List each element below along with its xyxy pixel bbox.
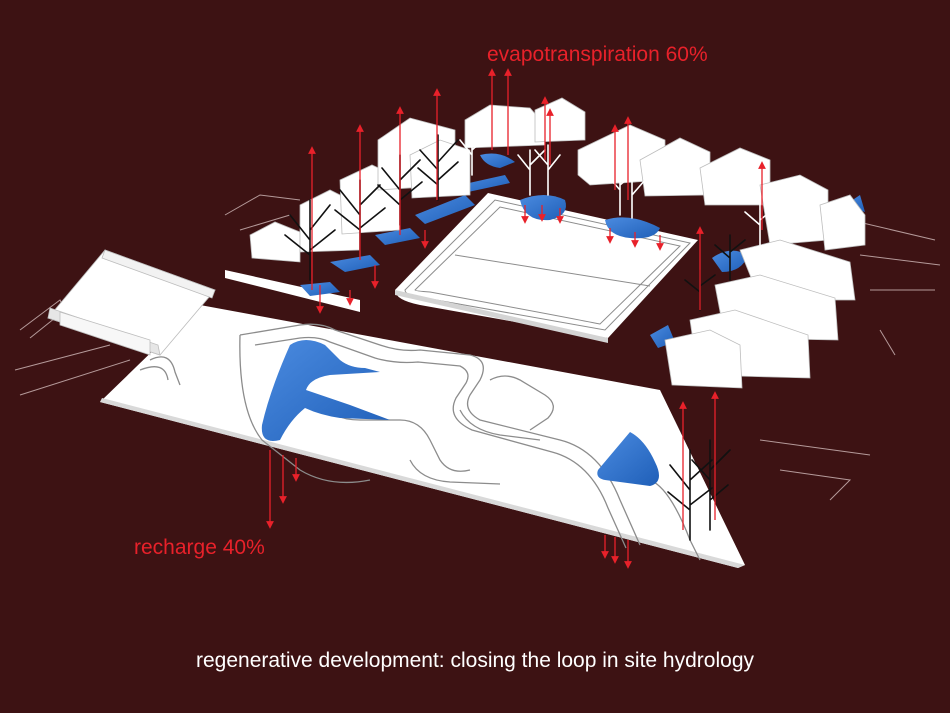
recharge-arrows	[266, 205, 664, 569]
bioswale-2	[330, 255, 380, 272]
evapotranspiration-label: evapotranspiration 60%	[487, 43, 708, 66]
diagram-caption: regenerative development: closing the lo…	[195, 649, 754, 672]
house-icon	[577, 124, 866, 251]
bioswale-5	[460, 175, 510, 192]
rain-garden-1	[480, 153, 515, 168]
tree-icon	[284, 199, 336, 281]
buildings	[47, 97, 866, 389]
retention-pond-small	[597, 432, 659, 486]
bioswale-3	[375, 228, 420, 245]
tree-icon	[459, 134, 776, 246]
house-icon	[664, 239, 856, 389]
lower-plaza	[100, 305, 745, 568]
plaza-paths	[139, 323, 701, 561]
connector-path	[225, 270, 360, 312]
rain-garden-2	[520, 195, 566, 221]
recharge-label: recharge 40%	[134, 536, 265, 559]
bioswale-4	[415, 195, 475, 224]
lower-plaza-front	[100, 398, 745, 568]
evapotranspiration-arrows	[308, 68, 766, 530]
house-icon	[47, 249, 216, 356]
retention-pond-large	[261, 340, 390, 441]
house-icon	[249, 117, 471, 263]
rain-garden-3	[605, 217, 660, 239]
tree-icon	[417, 134, 459, 201]
upper-field-edge	[395, 290, 608, 343]
tree-icon	[667, 439, 731, 541]
